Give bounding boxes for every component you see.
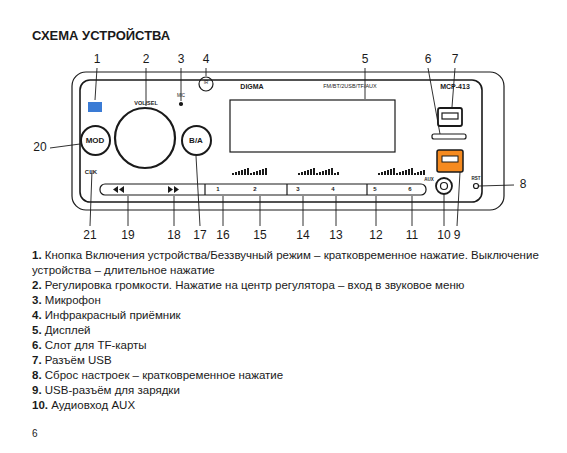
brand-text: DIGMA [240,83,263,91]
callout-number: 16 [216,229,229,242]
item-number: 3. [32,294,42,306]
callout-number: 17 [193,229,206,242]
item-number: 2. [32,279,42,291]
callout-number: 15 [253,229,266,242]
item-text: Слот для TF-карты [45,339,147,351]
callout-number: 6 [425,53,432,66]
callout-number: 18 [167,229,180,242]
item-number: 1. [32,249,42,261]
item-text: Инфракрасный приёмник [45,309,181,321]
page-title: СХЕМА УСТРОЙСТВА [32,29,170,43]
callout-number: 14 [296,229,309,242]
preset-number: 4 [331,186,334,193]
callout-number: 9 [454,229,461,242]
item-text: Кнопка Включения устройства/Беззвучный р… [32,249,539,276]
panel-text: AUX [424,178,434,183]
callout-number: 2 [143,53,150,66]
item-text: Микрофон [45,294,101,306]
item-number: 7. [32,354,42,366]
leader-lines [50,68,514,226]
list-item: 9. USB-разъём для зарядки [32,383,557,398]
charge-usb-tongue [442,156,458,162]
button-label: B/A [189,136,203,145]
item-number: 8. [32,369,42,381]
button-label: MOD [86,136,105,145]
reset-hole [474,184,479,189]
preset-number: 6 [408,186,411,193]
description-list: 1. Кнопка Включения устройства/Беззвучны… [32,248,557,413]
preset-number: 5 [373,186,376,193]
callout-number: 3 [178,53,185,66]
callout-number: 21 [83,229,96,242]
power-indicator [88,102,102,112]
preset-number: 3 [296,186,299,193]
item-text: Аудиовход AUX [51,399,135,411]
list-item: 10. Аудиовход AUX [32,398,557,413]
item-text: Дисплей [45,324,91,336]
callout-number: 10 [437,229,450,242]
faceplate [80,80,482,202]
item-number: 10. [32,399,48,411]
callout-number: 13 [329,229,342,242]
callout-number: 8 [520,178,527,191]
preset-number: 1 [216,186,219,193]
list-item: 7. Разъём USB [32,353,557,368]
item-text: Разъём USB [45,354,112,366]
page-number: 6 [32,428,38,439]
equalizer-bars [232,168,425,175]
callout-number: 7 [452,53,459,66]
callout-number: 11 [406,229,418,242]
panel-text: IR [204,81,209,86]
panel-text: CLK [85,169,97,176]
item-number: 5. [32,324,42,336]
callout-number: 12 [369,229,382,242]
aux-jack [436,178,452,194]
outer-frame [72,72,504,210]
display [230,100,395,152]
item-text: Сброс настроек – кратковременное нажатие [45,369,283,381]
ir-receiver [199,77,213,91]
list-item: 2. Регулировка громкости. Нажатие на цен… [32,278,557,293]
list-item: 1. Кнопка Включения устройства/Беззвучны… [32,248,557,278]
callout-number: 5 [362,53,369,66]
list-item: 4. Инфракрасный приёмник [32,308,557,323]
panel-text: VOL/SEL [134,100,158,106]
panel-text: MIC [177,94,185,99]
callout-number: 19 [121,229,134,242]
aux-hole [441,183,448,190]
panel-text: RST [472,177,481,182]
model-text: MCP-413 [440,83,470,91]
usb-tongue [442,113,458,119]
item-text: Регулировка громкости. Нажатие на центр … [45,279,465,291]
round-button: B/A [181,125,212,156]
list-item: 3. Микрофон [32,293,557,308]
usb-port [438,108,462,126]
round-button: MOD [80,125,111,156]
button-strip [100,184,426,195]
tf-slot [432,134,466,139]
volume-knob [115,108,175,168]
microphone [180,103,183,106]
item-number: 4. [32,309,42,321]
item-number: 6. [32,339,42,351]
item-number: 9. [32,384,42,396]
callout-number: 4 [203,53,210,66]
callout-number: 1 [94,53,101,66]
preset-number: 2 [253,186,256,193]
charge-usb [437,150,463,172]
list-item: 8. Сброс настроек – кратковременное нажа… [32,368,557,383]
panel-text: FM/BT/2USB/TF/AUX [323,83,376,89]
list-item: 6. Слот для TF-карты [32,338,557,353]
callout-number: 20 [33,141,46,154]
item-text: USB-разъём для зарядки [45,384,180,396]
list-item: 5. Дисплей [32,323,557,338]
nav-arrows [113,186,179,193]
